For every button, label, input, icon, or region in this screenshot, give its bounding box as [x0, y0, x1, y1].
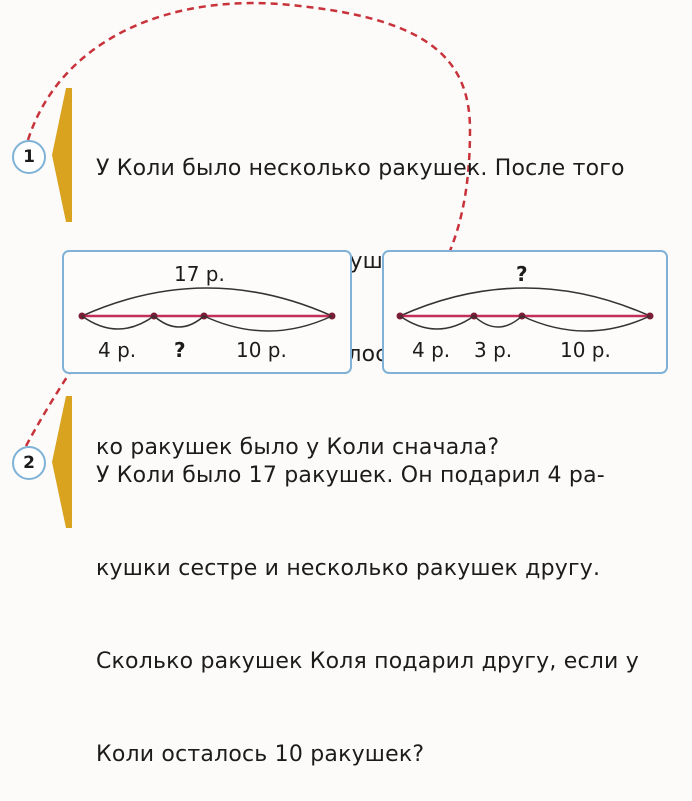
problem2-line: кушки сестре и несколько ракушек другу.	[96, 556, 601, 581]
problem2-number-badge: 2	[12, 446, 46, 480]
diagram2-part2-brace	[473, 315, 523, 328]
diagram1-part2-brace	[153, 315, 205, 328]
problem1-marker	[52, 88, 72, 222]
problem1-line: ко ракушек было у Коли сначала?	[96, 435, 500, 460]
diagram1-part2-label: ?	[174, 338, 186, 362]
problem1-line: У Коли было несколько ракушек. После тог…	[96, 156, 625, 181]
diagram1-segments	[78, 287, 336, 332]
diagram1-box: 17 р. 4 р. ? 10 р.	[62, 250, 352, 374]
problem2-line: Коли осталось 10 ракушек?	[96, 742, 425, 767]
diagram1-part1-label: 4 р.	[98, 338, 137, 362]
diagram2-part1-label: 4 р.	[412, 338, 451, 362]
diagram1-part3-brace	[203, 315, 333, 332]
problem2-marker	[52, 396, 72, 528]
problem2-line: Сколько ракушек Коля подарил другу, если…	[96, 649, 639, 674]
problem2-text: У Коли было 17 ракушек. Он подарил 4 ра-…	[96, 398, 639, 801]
diagram2-part3-brace	[521, 315, 651, 332]
diagram2-segments	[396, 287, 654, 332]
diagram2-total-brace	[399, 287, 651, 317]
diagram2-part2-label: 3 р.	[474, 338, 513, 362]
diagram2-part3-label: 10 р.	[560, 338, 611, 362]
problem1-number-badge: 1	[12, 140, 46, 174]
diagram2-part1-brace	[399, 315, 475, 330]
arrow-1-path	[26, 1, 472, 273]
diagram1-total-brace	[81, 287, 333, 317]
diagram2-box: ? 4 р. 3 р. 10 р.	[382, 250, 668, 374]
diagram1-part1-brace	[81, 315, 155, 330]
diagram2-total-label: ?	[516, 262, 528, 286]
diagram1-total-label: 17 р.	[174, 262, 225, 286]
problem2-line: У Коли было 17 ракушек. Он подарил 4 ра-	[96, 463, 605, 488]
diagram1-part3-label: 10 р.	[236, 338, 287, 362]
